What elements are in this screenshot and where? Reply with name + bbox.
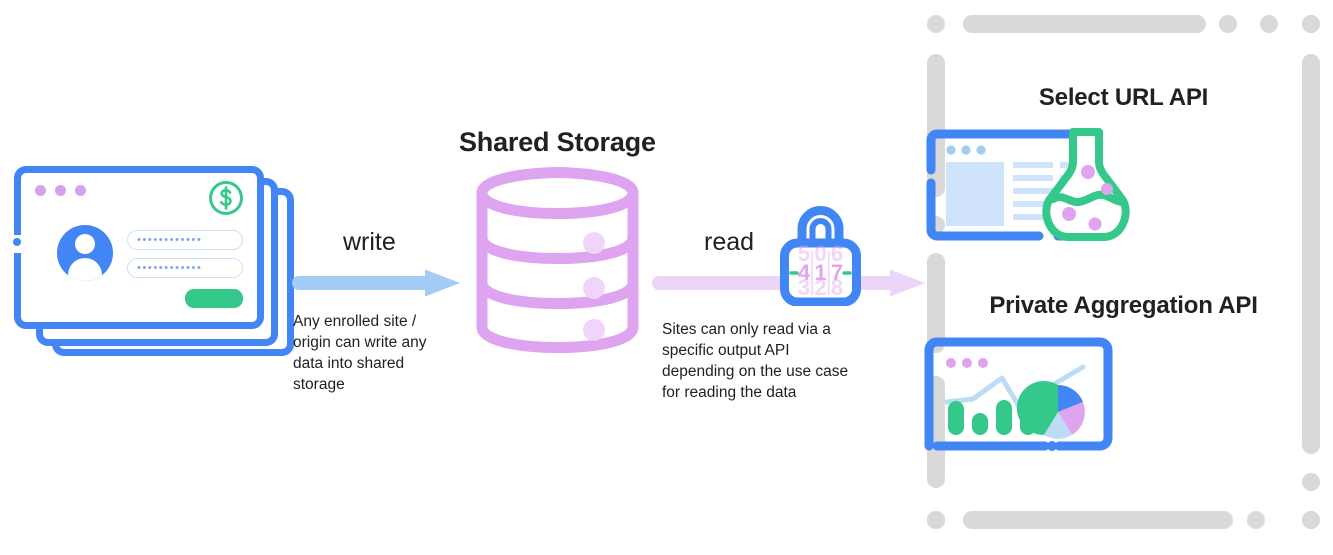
write-arrow-icon — [290, 268, 461, 298]
user-avatar-icon — [57, 225, 113, 281]
browser-charts-icon — [921, 334, 1326, 462]
svg-text:5: 5 — [798, 241, 810, 266]
api-title-private-aggregation: Private Aggregation API — [989, 292, 1258, 319]
window-left-notch — [13, 235, 21, 253]
write-label: write — [343, 228, 396, 256]
svg-text:7: 7 — [831, 260, 843, 285]
api-title-select-url: Select URL API — [1038, 84, 1209, 111]
svg-text:1: 1 — [814, 260, 826, 285]
browser-window-front: •••••••••••• •••••••••••• — [13, 166, 264, 329]
window-dot-1 — [35, 185, 46, 196]
username-field[interactable]: •••••••••••• — [127, 230, 243, 250]
read-caption: Sites can only read via a specific outpu… — [662, 321, 849, 401]
source-browser-stack: •••••••••••• •••••••••••• — [13, 166, 294, 356]
svg-text:2: 2 — [814, 275, 826, 300]
api-card-private-aggregation[interactable]: Private Aggregation API — [921, 292, 1326, 462]
database-cylinder-icon — [470, 166, 645, 354]
svg-text:4: 4 — [798, 260, 811, 285]
svg-text:0: 0 — [814, 241, 826, 266]
api-card-select-url[interactable]: Select URL API — [921, 84, 1326, 244]
avatar-head — [75, 234, 95, 254]
browser-flask-icon — [921, 126, 1326, 244]
window-dot-3 — [75, 185, 86, 196]
svg-text:8: 8 — [831, 275, 843, 300]
svg-text:6: 6 — [831, 241, 843, 266]
window-traffic-dots — [35, 185, 86, 196]
password-field[interactable]: •••••••••••• — [127, 258, 243, 278]
read-label: read — [704, 228, 755, 256]
window-dot-2 — [55, 185, 66, 196]
submit-button[interactable] — [185, 289, 243, 308]
avatar-body — [68, 258, 102, 281]
shared-storage-title: Shared Storage — [459, 127, 656, 157]
write-caption: Any enrolled site / origin can write any… — [293, 313, 427, 393]
dollar-sign-icon — [207, 179, 245, 217]
dashed-panel-border — [921, 12, 1326, 544]
output-apis-panel: Select URL API — [921, 12, 1326, 544]
svg-text:3: 3 — [798, 275, 810, 300]
